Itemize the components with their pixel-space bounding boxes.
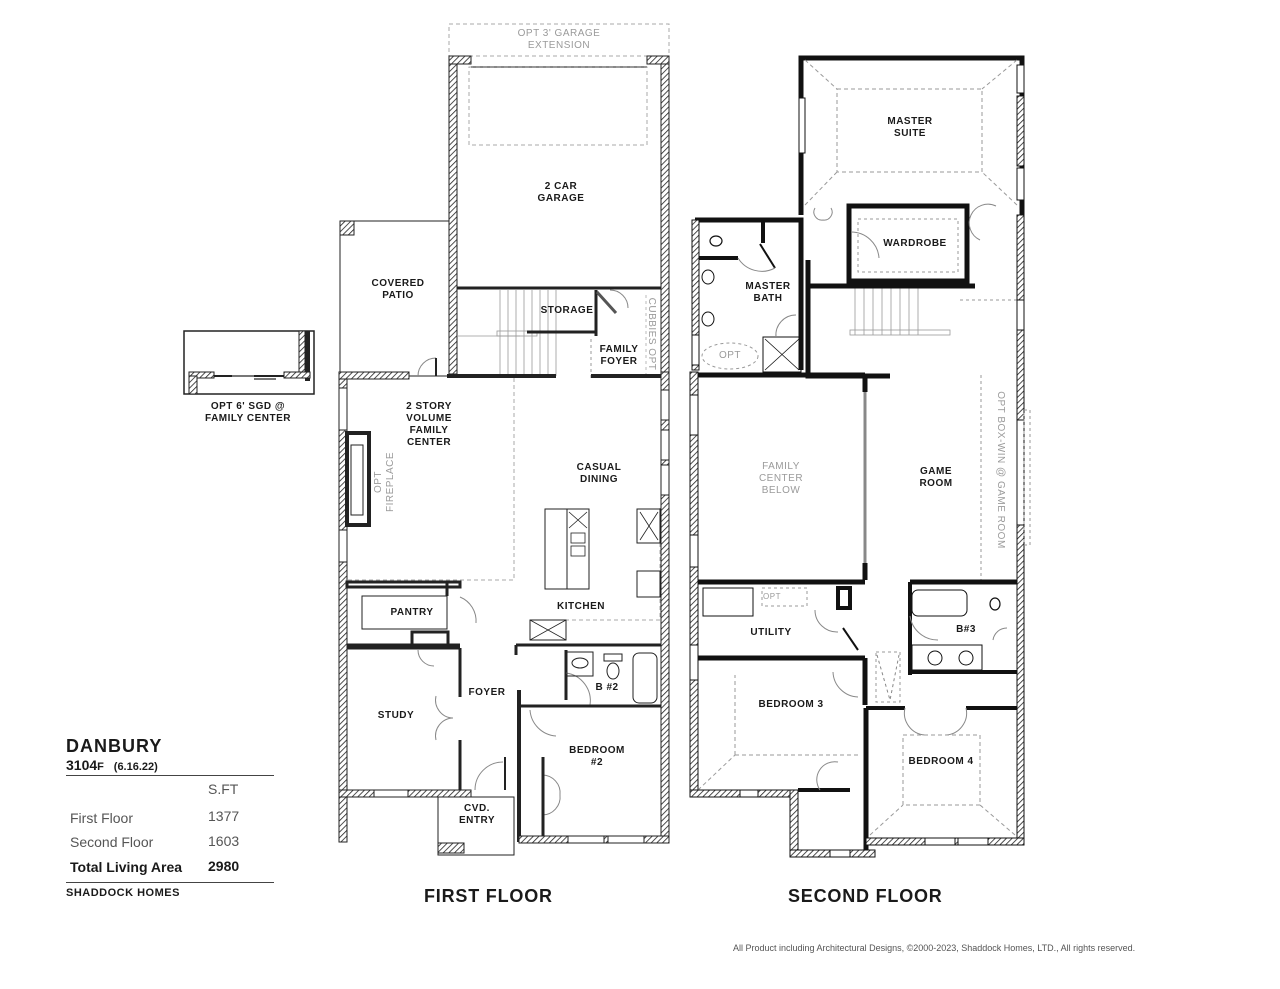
total-living-label: Total Living Area (70, 859, 183, 875)
label-storage: STORAGE (540, 305, 594, 316)
label-opt-tub: OPT (718, 350, 742, 361)
label-garage: 2 CAR GARAGE (537, 181, 585, 204)
label-study: STUDY (377, 710, 415, 721)
second-floor-title: SECOND FLOOR (788, 886, 943, 906)
second-floor-sqft: 1603 (208, 833, 240, 849)
label-opt-box-window: OPT BOX-WIN @ GAME ROOM (995, 391, 1006, 549)
plan-model-suffix: F (97, 761, 104, 773)
divider-top (66, 775, 274, 776)
label-kitchen: KITCHEN (557, 601, 605, 612)
label-cvd-entry: CVD. ENTRY (458, 803, 496, 826)
divider-bottom (66, 882, 274, 883)
first-floor-title: FIRST FLOOR (424, 886, 553, 906)
label-opt-utility: OPT (763, 592, 781, 601)
label-utility: UTILITY (750, 627, 792, 638)
first-floor-label: First Floor (70, 810, 133, 826)
label-family-foyer: FAMILY FOYER (599, 344, 639, 367)
label-cubbies-opt: CUBBIES OPT (646, 297, 657, 371)
plan-name: DANBURY (66, 736, 163, 756)
second-floor-plan (689, 55, 1031, 858)
option-sgd-caption: OPT 6' SGD @ FAMILY CENTER (205, 401, 291, 424)
builder-name: SHADDOCK HOMES (66, 887, 180, 899)
plan-model-number: 3104 (66, 757, 98, 773)
label-casual-dining: CASUAL DINING (576, 462, 622, 485)
copyright-notice: All Product including Architectural Desi… (733, 943, 1136, 953)
label-pantry: PANTRY (390, 607, 434, 618)
label-master-suite: MASTER SUITE (887, 116, 933, 139)
sqft-header: S.FT (208, 781, 239, 797)
label-bedroom-3: BEDROOM 3 (758, 699, 824, 710)
total-living-sqft: 2980 (208, 858, 240, 874)
option-sgd-inset (183, 330, 315, 395)
label-master-bath: MASTER BATH (745, 281, 791, 304)
label-family-center-below: FAMILY CENTER BELOW (758, 461, 804, 496)
label-opt-fireplace: OPT FIREPLACE (373, 451, 396, 513)
first-floor-sqft: 1377 (208, 808, 240, 824)
label-bath-3: B#3 (956, 624, 976, 635)
label-family-center: 2 STORY VOLUME FAMILY CENTER (406, 401, 452, 448)
label-bedroom-4: BEDROOM 4 (908, 756, 974, 767)
label-foyer: FOYER (468, 687, 506, 698)
label-garage-extension: OPT 3' GARAGE EXTENSION (517, 28, 601, 51)
second-floor-label: Second Floor (70, 834, 154, 850)
plan-model: 3104F (6.16.22) (66, 757, 158, 773)
label-bath-2: B #2 (595, 682, 619, 693)
label-bedroom-2: BEDROOM #2 (569, 745, 625, 768)
label-game-room: GAME ROOM (919, 466, 953, 489)
label-covered-patio: COVERED PATIO (371, 278, 425, 301)
plan-date: (6.16.22) (113, 761, 158, 773)
label-wardrobe: WARDROBE (883, 238, 947, 249)
first-floor-plan (338, 23, 670, 856)
